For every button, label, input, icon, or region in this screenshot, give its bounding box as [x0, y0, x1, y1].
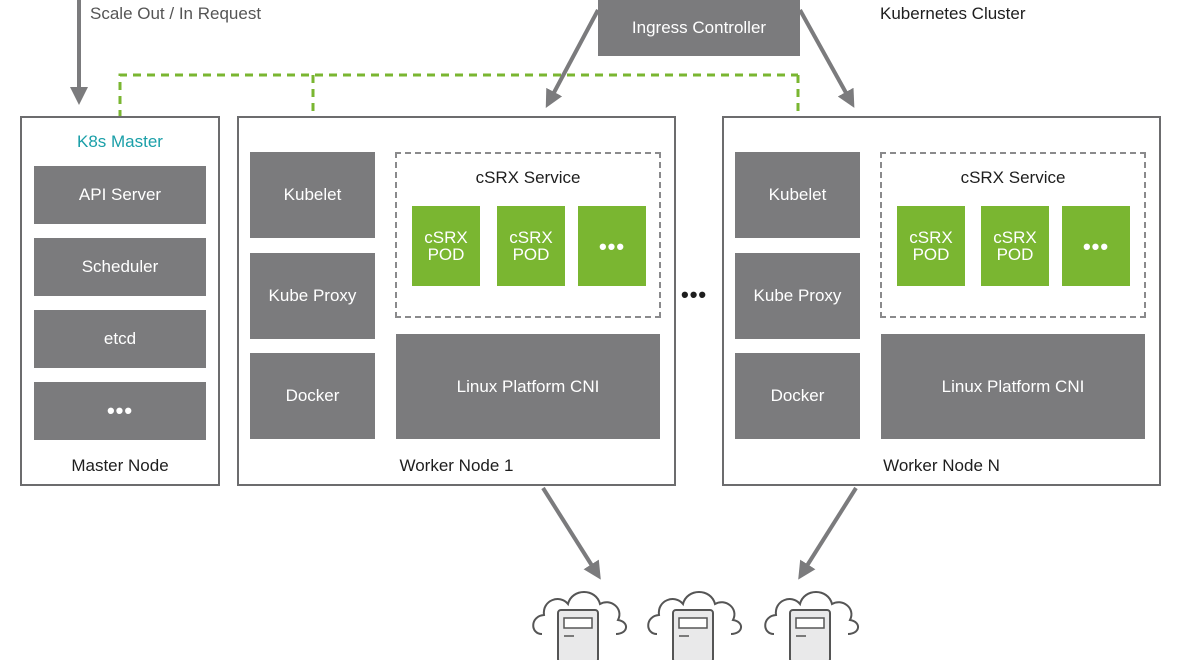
master-footer: Master Node	[71, 456, 169, 475]
pod-name: cSRX	[993, 228, 1037, 247]
workerN-egress-arrow	[798, 486, 858, 580]
cloud-server-icon	[647, 591, 742, 660]
master-component-api-server: API Server	[34, 166, 206, 224]
cloud-server-icon	[764, 591, 859, 660]
master-component-scheduler: Scheduler	[34, 238, 206, 296]
worker1-csrx-pod: cSRX POD	[497, 206, 565, 286]
workerN-title: Worker Node N	[883, 456, 1000, 475]
workerN-docker: Docker	[735, 353, 860, 439]
workerN-csrx-pod: cSRX POD	[897, 206, 965, 286]
pod-type: POD	[512, 245, 550, 264]
pod-type: POD	[996, 245, 1034, 264]
master-component-more: •••	[34, 382, 206, 440]
pod-type: POD	[427, 245, 465, 264]
workerN-csrx-pod: cSRX POD	[981, 206, 1049, 286]
cluster-label: Kubernetes Cluster	[880, 4, 1026, 23]
cloud-server-icon	[532, 591, 627, 660]
worker1-csrx-pod: cSRX POD	[412, 206, 480, 286]
pod-type: POD	[912, 245, 950, 264]
master-component-etcd: etcd	[34, 310, 206, 368]
worker1-more-pods: •••	[578, 206, 646, 286]
worker1-kubelet: Kubelet	[250, 152, 375, 238]
more-worker-nodes: •••	[681, 282, 708, 307]
control-plane-dashed-line	[118, 73, 798, 118]
worker1-docker: Docker	[250, 353, 375, 439]
pod-name: cSRX	[509, 228, 553, 247]
worker1-linux-cni: Linux Platform CNI	[396, 334, 660, 439]
ingress-controller: Ingress Controller	[598, 0, 800, 56]
workerN-kubelet: Kubelet	[735, 152, 860, 238]
workerN-service-label: cSRX Service	[960, 168, 1066, 187]
pod-name: cSRX	[909, 228, 953, 247]
scale-request-label: Scale Out / In Request	[90, 4, 262, 23]
worker1-kube-proxy: Kube Proxy	[250, 253, 375, 339]
ingress-to-worker1-arrow	[545, 9, 600, 108]
worker1-egress-arrow	[541, 486, 601, 580]
worker1-title: Worker Node 1	[399, 456, 514, 475]
pod-name: cSRX	[424, 228, 468, 247]
workerN-kube-proxy: Kube Proxy	[735, 253, 860, 339]
worker1-csrx-service	[395, 152, 661, 318]
master-header: K8s Master	[77, 132, 163, 151]
ingress-to-workerN-arrow	[798, 9, 855, 108]
worker1-service-label: cSRX Service	[475, 168, 581, 187]
workerN-csrx-service	[880, 152, 1146, 318]
workerN-linux-cni: Linux Platform CNI	[881, 334, 1145, 439]
workerN-more-pods: •••	[1062, 206, 1130, 286]
